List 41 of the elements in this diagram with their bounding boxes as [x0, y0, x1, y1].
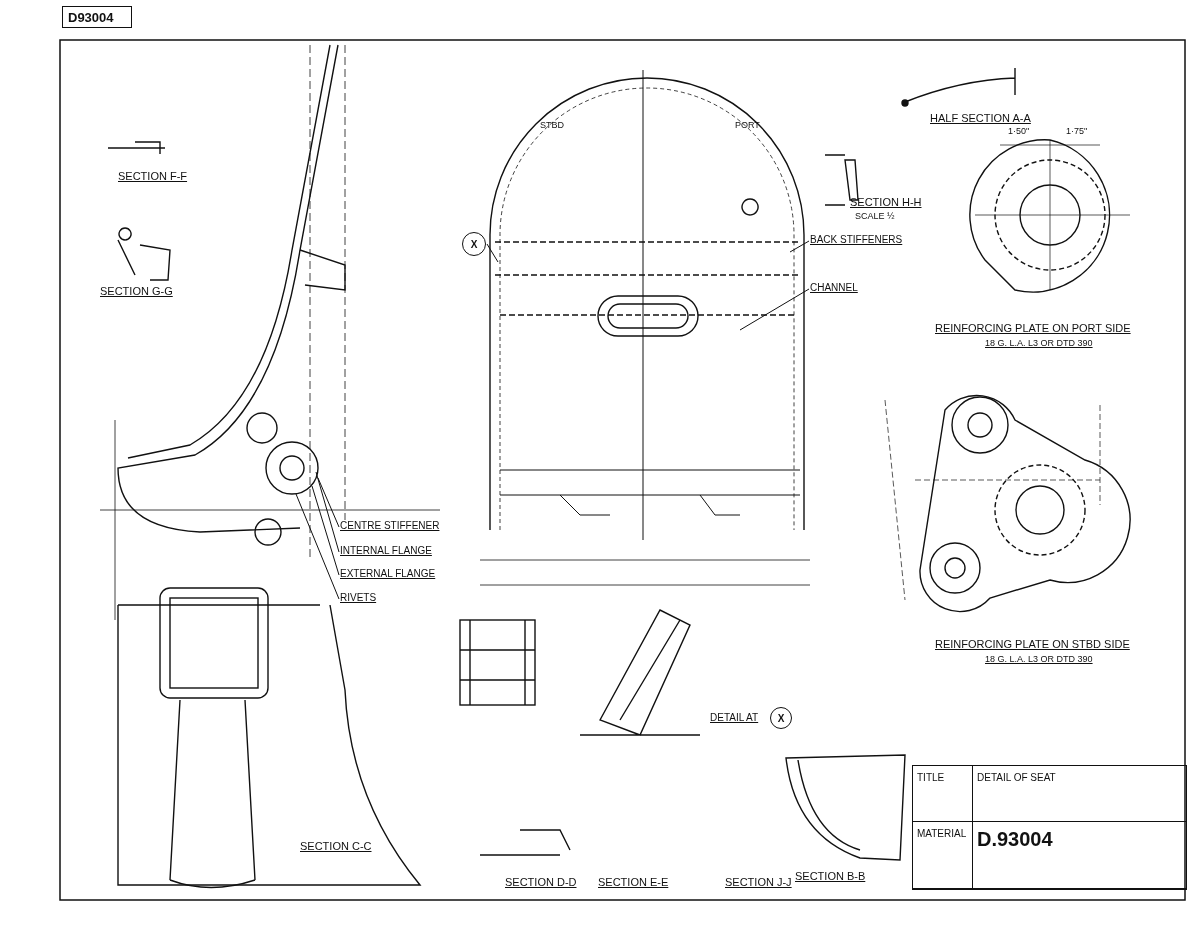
callout-circle: X [770, 707, 792, 729]
view-title: SECTION B-B [795, 870, 866, 884]
view-title: SECTION H-H [850, 196, 922, 210]
leader-line [315, 471, 340, 553]
callout-text: INTERNAL FLANGE [340, 545, 432, 556]
material-note: 18 G. L.A. L3 OR DTD 390 [985, 338, 1093, 349]
view-title: REINFORCING PLATE ON PORT SIDE [935, 322, 1131, 336]
field-label: MATERIAL [913, 821, 973, 889]
leader-line [311, 485, 340, 576]
drawing-number: D93004 [67, 9, 115, 27]
leader-line [739, 288, 810, 331]
view-title: SECTION G-G [100, 285, 173, 299]
view-title: SECTION J-J [725, 876, 792, 890]
view-title: REINFORCING PLATE ON STBD SIDE [935, 638, 1130, 652]
view-label: STBD [540, 120, 564, 131]
callout-text: RIVETS [340, 592, 377, 603]
leader-line [486, 243, 499, 263]
material-note: 18 G. L.A. L3 OR DTD 390 [985, 654, 1093, 665]
drawing-number: D.93004 [973, 821, 1186, 889]
view-title: SECTION E-E [598, 876, 669, 890]
field-value: DETAIL OF SEAT [973, 766, 1186, 822]
callout-text: BACK STIFFENERS [810, 234, 903, 245]
view-label: PORT [735, 120, 760, 131]
view-title: DETAIL AT [710, 712, 759, 724]
leader-line [789, 240, 810, 253]
title-block [912, 765, 1187, 890]
scale-note: SCALE ½ [855, 211, 895, 222]
field-label: TITLE [913, 766, 973, 822]
callout-text: CENTRE STIFFENER [340, 520, 440, 531]
view-title: SECTION C-C [300, 840, 372, 854]
callout-text: CHANNEL [810, 282, 858, 293]
drawing-number-stamp [62, 6, 132, 28]
leader-line [317, 477, 340, 528]
view-title: SECTION D-D [505, 876, 577, 890]
dimension-text: 1·50" [1008, 126, 1030, 137]
leader-line [295, 493, 340, 600]
dimension-text: 1·75" [1066, 126, 1088, 137]
view-title: HALF SECTION A-A [930, 112, 1031, 126]
view-title: SECTION F-F [118, 170, 188, 184]
callout-circle: X [462, 232, 486, 256]
callout-text: EXTERNAL FLANGE [340, 568, 436, 579]
